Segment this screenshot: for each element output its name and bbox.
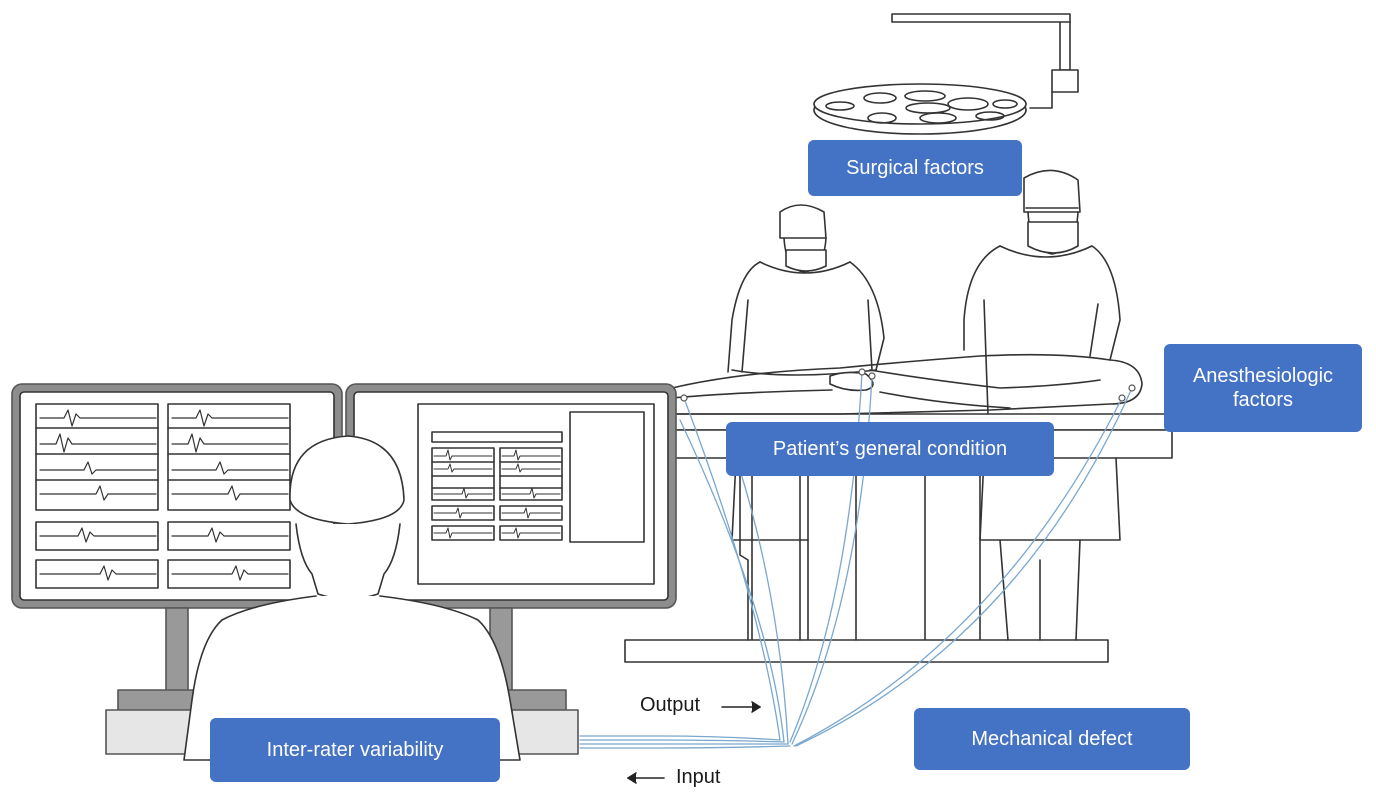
output-label: Output <box>640 694 701 716</box>
surgical-lamp-icon <box>813 13 1079 135</box>
anesthesiologist-icon <box>963 169 1121 641</box>
anesthesiologic-factors-label: Anesthesiologic factors <box>1164 344 1362 432</box>
patient-general-condition-label: Patient’s general condition <box>726 422 1054 476</box>
output-arrow-icon <box>721 701 761 713</box>
input-arrow-icon <box>627 772 665 784</box>
mechanical-defect-label: Mechanical defect <box>914 708 1190 770</box>
monitors-icon <box>11 383 677 755</box>
input-label: Input <box>676 766 721 788</box>
inter-rater-variability-label: Inter-rater variability <box>210 718 500 782</box>
surgical-factors-label: Surgical factors <box>808 140 1022 196</box>
